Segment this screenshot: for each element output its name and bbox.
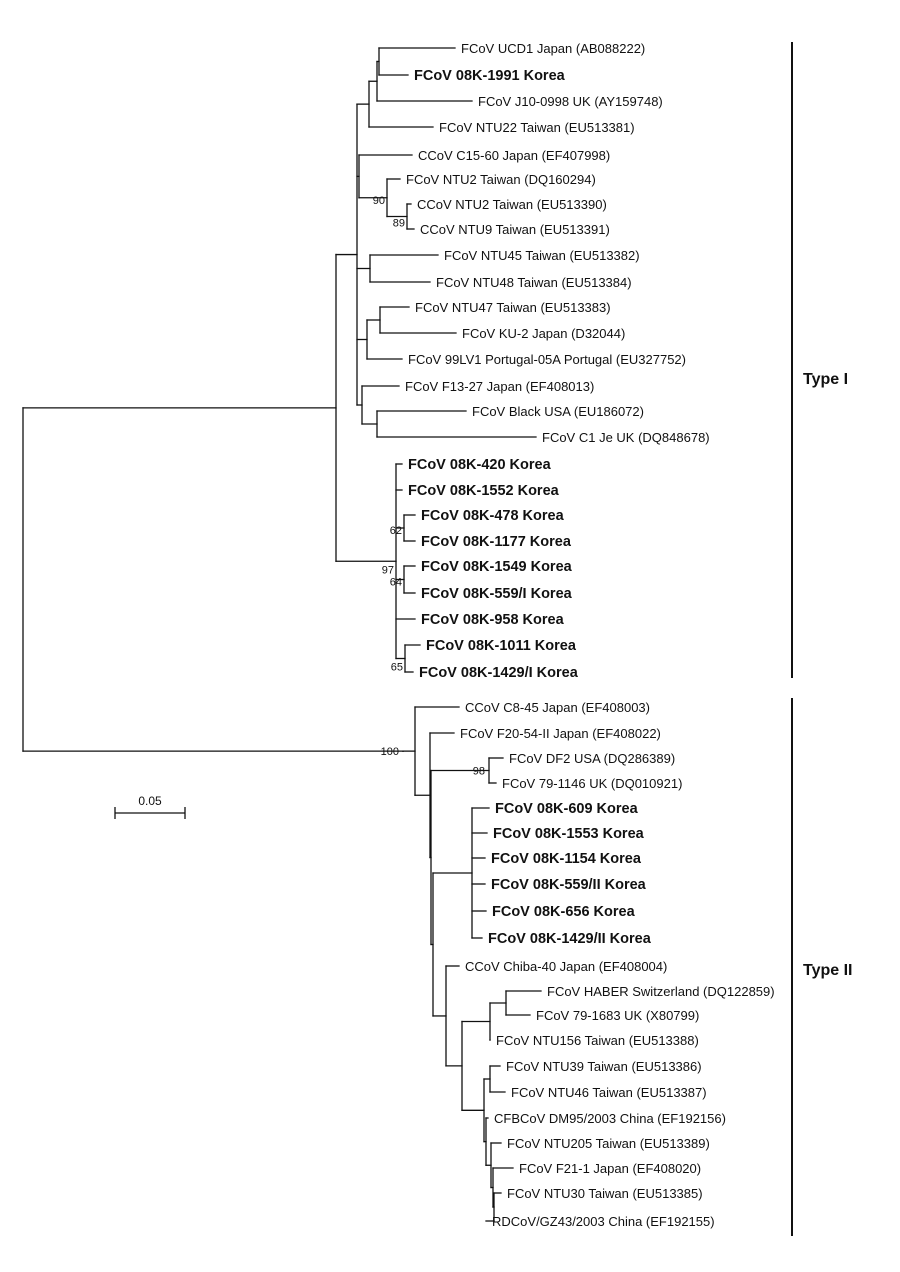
taxon-label: FCoV NTU156 Taiwan (EU513388) [496, 1033, 699, 1048]
bootstrap-labels: 89 90 62 64 65 97 98 100 [373, 195, 485, 778]
taxon-label: FCoV 79-1683 UK (X80799) [536, 1008, 699, 1023]
taxon-label: FCoV 99LV1 Portugal-05A Portugal (EU3277… [408, 352, 686, 367]
taxon-label: FCoV 08K-420 Korea [408, 457, 552, 473]
taxon-label: FCoV NTU45 Taiwan (EU513382) [444, 248, 640, 263]
taxon-label: FCoV F13-27 Japan (EF408013) [405, 379, 594, 394]
taxon-label: FCoV 08K-1429/I Korea [419, 665, 579, 681]
taxon-label: FCoV J10-0998 UK (AY159748) [478, 94, 663, 109]
taxon-label: FCoV KU-2 Japan (D32044) [462, 326, 625, 341]
group-bar-type-1: Type I [791, 42, 848, 678]
taxon-label: FCoV 08K-1552 Korea [408, 483, 560, 499]
taxon-label: FCoV NTU30 Taiwan (EU513385) [507, 1186, 703, 1201]
bootstrap-value: 89 [393, 218, 405, 230]
taxon-label: FCoV 08K-1011 Korea [426, 638, 577, 654]
taxon-labels: FCoV UCD1 Japan (AB088222) FCoV 08K-1991 … [405, 41, 775, 1229]
taxon-label: FCoV NTU46 Taiwan (EU513387) [511, 1085, 707, 1100]
taxon-label: CCoV NTU9 Taiwan (EU513391) [420, 222, 610, 237]
taxon-label: FCoV C1 Je UK (DQ848678) [542, 430, 710, 445]
bootstrap-value: 98 [473, 766, 485, 778]
taxon-label: FCoV DF2 USA (DQ286389) [509, 751, 675, 766]
bootstrap-value: 90 [373, 195, 385, 207]
taxon-label: FCoV 08K-478 Korea [421, 508, 565, 524]
taxon-label: CFBCoV DM95/2003 China (EF192156) [494, 1111, 726, 1126]
bootstrap-value: 100 [381, 746, 399, 758]
taxon-label: FCoV 08K-656 Korea [492, 904, 636, 920]
taxon-label: FCoV NTU47 Taiwan (EU513383) [415, 300, 611, 315]
taxon-label: FCoV NTU2 Taiwan (DQ160294) [406, 172, 596, 187]
taxon-label: CCoV NTU2 Taiwan (EU513390) [417, 197, 607, 212]
taxon-label: FCoV 08K-559/I Korea [421, 586, 573, 602]
taxon-label: CCoV C15-60 Japan (EF407998) [418, 148, 610, 163]
bootstrap-value: 64 [390, 577, 402, 589]
tree-branches [22, 47, 542, 1222]
group-label-type-1: Type I [803, 371, 848, 388]
bootstrap-value: 62 [390, 525, 402, 537]
taxon-label: FCoV NTU22 Taiwan (EU513381) [439, 120, 635, 135]
taxon-label: FCoV 08K-1429/II Korea [488, 931, 652, 947]
taxon-label: FCoV 08K-1991 Korea [414, 68, 566, 84]
taxon-label: FCoV F21-1 Japan (EF408020) [519, 1161, 701, 1176]
taxon-label: FCoV 08K-1177 Korea [421, 534, 572, 550]
taxon-label: FCoV 08K-559/II Korea [491, 877, 647, 893]
taxon-label: FCoV 08K-1549 Korea [421, 559, 573, 575]
scale-bar: 0.05 [114, 794, 186, 819]
taxon-label: CCoV C8-45 Japan (EF408003) [465, 700, 650, 715]
taxon-label: FCoV 79-1146 UK (DQ010921) [502, 776, 682, 791]
bootstrap-value: 97 [382, 564, 394, 576]
taxon-label: FCoV Black USA (EU186072) [472, 404, 644, 419]
group-bar-type-2: Type II [791, 698, 853, 1236]
taxon-label: FCoV F20-54-II Japan (EF408022) [460, 726, 661, 741]
taxon-label: FCoV HABER Switzerland (DQ122859) [547, 984, 775, 999]
taxon-label: FCoV NTU39 Taiwan (EU513386) [506, 1059, 702, 1074]
taxon-label: FCoV 08K-609 Korea [495, 801, 639, 817]
taxon-label: FCoV 08K-1154 Korea [491, 851, 642, 867]
group-label-type-2: Type II [803, 962, 853, 979]
taxon-label: CCoV Chiba-40 Japan (EF408004) [465, 959, 667, 974]
taxon-label: FCoV UCD1 Japan (AB088222) [461, 41, 645, 56]
taxon-label: FCoV NTU205 Taiwan (EU513389) [507, 1136, 710, 1151]
taxon-label: FCoV 08K-958 Korea [421, 612, 565, 628]
scale-bar-label: 0.05 [138, 794, 162, 808]
taxon-label: FCoV NTU48 Taiwan (EU513384) [436, 275, 632, 290]
taxon-label: RDCoV/GZ43/2003 China (EF192155) [492, 1214, 715, 1229]
bootstrap-value: 65 [391, 662, 403, 674]
taxon-label: FCoV 08K-1553 Korea [493, 826, 645, 842]
